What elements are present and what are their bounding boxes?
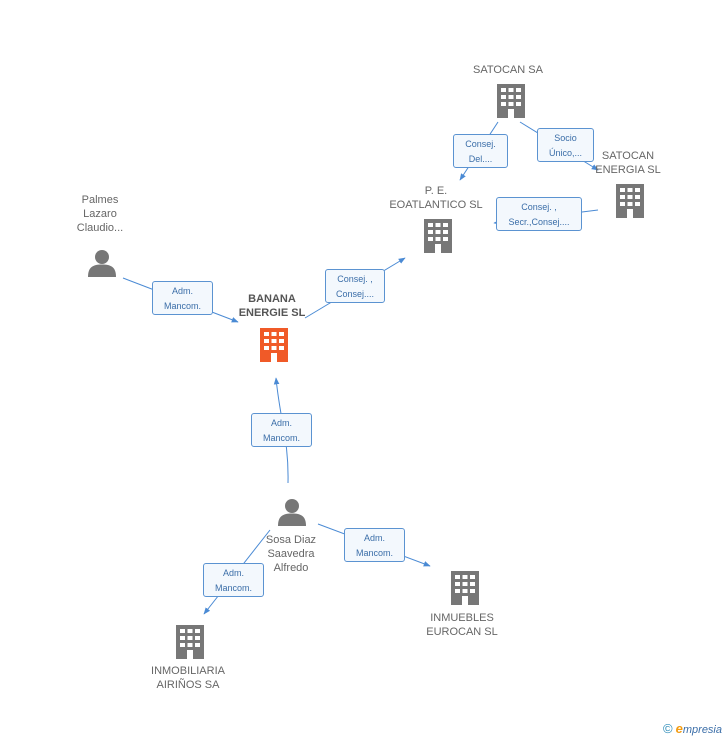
node-label-inmuebles[interactable]: INMUEBLES EUROCAN SL xyxy=(426,612,498,638)
node-label-sosa[interactable]: Sosa Diaz Saavedra Alfredo xyxy=(265,534,317,574)
brand-logo-text: mpresia xyxy=(682,724,722,736)
node-label-banana[interactable]: BANANA ENERGIE SL xyxy=(238,293,306,319)
edge-label-satocan-eoatlantico[interactable]: Consej. Del.... xyxy=(453,134,508,168)
node-label-inmobiliaria[interactable]: INMOBILIARIA AIRIÑOS SA xyxy=(151,665,225,691)
edge-label-energia-eoatlantico[interactable]: Consej. , Secr.,Consej.... xyxy=(496,197,582,231)
edge-label-satocan-energia[interactable]: Socio Único,... xyxy=(537,128,594,162)
inmuebles-building-icon[interactable] xyxy=(451,571,479,605)
brand-footer: © empresia xyxy=(663,721,722,736)
node-label-satocan-energia[interactable]: SATOCAN ENERGIA SL xyxy=(595,150,661,176)
satocan-sa-building-icon[interactable] xyxy=(497,84,525,118)
brand-logo-e: e xyxy=(675,721,683,736)
banana-building-icon[interactable] xyxy=(260,328,288,362)
edge-label-sosa-banana[interactable]: Adm. Mancom. xyxy=(251,413,312,447)
inmobiliaria-building-icon[interactable] xyxy=(176,625,204,659)
node-label-eoatlantico[interactable]: P. E. EOATLANTICO SL xyxy=(389,185,483,211)
edge-label-banana-eoatlantico[interactable]: Consej. , Consej.... xyxy=(325,269,385,303)
sosa-person-icon[interactable] xyxy=(278,499,306,526)
node-label-palmes[interactable]: Palmes Lazaro Claudio... xyxy=(76,194,124,234)
edge-label-sosa-inmobiliaria[interactable]: Adm. Mancom. xyxy=(203,563,264,597)
eoatlantico-building-icon[interactable] xyxy=(424,219,452,253)
satocan-energia-building-icon[interactable] xyxy=(616,184,644,218)
edge-label-palmes-banana[interactable]: Adm. Mancom. xyxy=(152,281,213,315)
palmes-person-icon[interactable] xyxy=(88,250,116,277)
edge-label-sosa-inmuebles[interactable]: Adm. Mancom. xyxy=(344,528,405,562)
node-label-satocan-sa[interactable]: SATOCAN SA xyxy=(473,64,543,76)
copyright-icon: © xyxy=(662,721,673,736)
